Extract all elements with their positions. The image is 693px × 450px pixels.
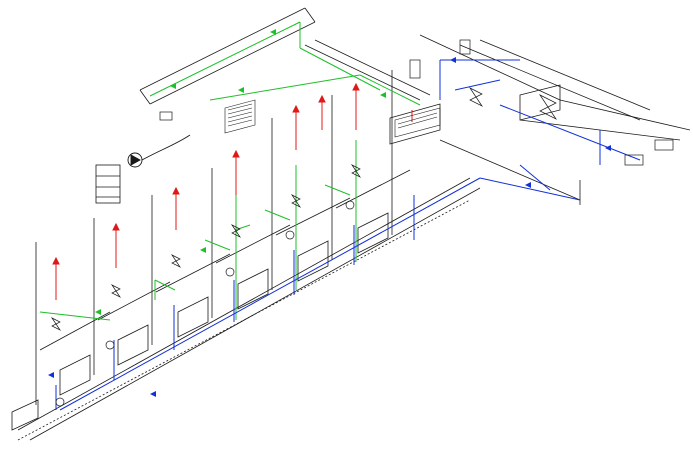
- flow-arrow-icon: [605, 145, 611, 151]
- fixtures: [159, 39, 674, 166]
- valve-icon: [290, 194, 302, 208]
- valve-icon: [350, 164, 362, 178]
- valve-icon: [170, 254, 182, 268]
- valve-icon: [468, 87, 484, 107]
- valves: [50, 87, 558, 407]
- riser-4: [232, 149, 240, 195]
- flow-arrow-icon: [200, 247, 206, 253]
- flow-arrow-icon: [150, 391, 156, 397]
- valve-icon: [230, 224, 242, 238]
- supply-lines: [39, 21, 421, 321]
- flow-arrow-icon: [380, 92, 386, 98]
- valve-icon: [285, 230, 295, 240]
- riser-5: [292, 104, 300, 150]
- risers: [52, 82, 413, 300]
- valve-icon: [105, 340, 115, 350]
- valve-icon: [345, 200, 355, 210]
- riser-3: [172, 186, 180, 230]
- heat-exchanger: [224, 99, 441, 138]
- return-lines: [55, 59, 641, 411]
- flow-arrow-icon: [170, 83, 176, 89]
- flow-arrow-icon: [270, 29, 276, 35]
- flow-arrow-icon: [450, 57, 456, 63]
- riser-2: [112, 222, 120, 268]
- flow-arrow-icon: [95, 309, 101, 315]
- pump-icon: [127, 134, 191, 168]
- flow-arrow-icon: [525, 182, 531, 188]
- riser-1: [52, 256, 60, 300]
- flow-arrows: [48, 29, 611, 397]
- flow-arrow-icon: [48, 372, 54, 378]
- valve-icon: [110, 284, 122, 298]
- flow-arrow-icon: [238, 87, 244, 93]
- valve-icon: [538, 94, 558, 120]
- valve-icon: [50, 317, 62, 331]
- riser-6: [318, 94, 326, 130]
- valve-icon: [225, 267, 235, 277]
- valve-icon: [55, 397, 65, 407]
- riser-7: [352, 82, 360, 130]
